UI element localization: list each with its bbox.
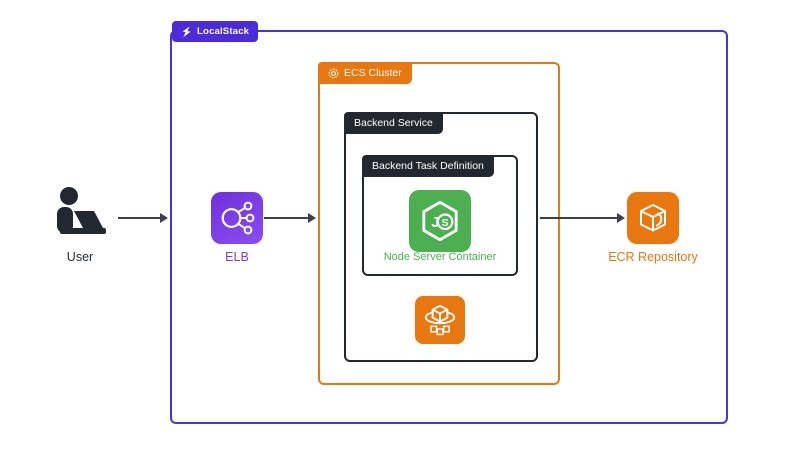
nodejs-icon: J S [422,200,458,242]
ecs-service-icon [424,304,456,336]
ecs-cluster-icon [328,68,339,78]
localstack-tab: LocalStack [172,21,259,42]
backend-task-definition-box: Backend Task Definition [362,155,518,276]
user-icon [57,187,106,234]
backend-task-definition-tab: Backend Task Definition [362,155,494,177]
svg-text:J: J [431,215,439,231]
localstack-logo-icon [182,25,191,37]
arrow-user-to-localstack [118,213,168,223]
ecs-service-node [415,296,465,344]
user-label: User [66,250,94,264]
elb-node [211,192,263,244]
ecr-repository-node [627,192,679,244]
node-server-container-node: J S [409,190,471,252]
backend-service-box: Backend Service [344,112,538,362]
ecr-icon [640,204,666,232]
svg-text:S: S [442,218,449,229]
backend-service-tab: Backend Service [344,112,443,134]
node-server-container-label: Node Server Container [383,251,497,263]
arrow-backend-service-to-ecr [540,213,625,223]
elb-icon [221,201,255,235]
backend-service-tab-label: Backend Service [354,117,433,129]
ecs-cluster-tab-label: ECS Cluster [344,67,402,79]
ecs-cluster-box: ECS Cluster [318,62,560,385]
localstack-boundary-box: LocalStack [170,21,728,424]
localstack-tab-label: LocalStack [197,26,250,37]
ecr-repository-label: ECR Repository [608,250,698,264]
arrow-elb-to-ecs-cluster [264,213,316,223]
backend-task-definition-tab-label: Backend Task Definition [372,160,484,172]
elb-label: ELB [225,250,249,264]
ecs-cluster-tab: ECS Cluster [318,62,412,84]
